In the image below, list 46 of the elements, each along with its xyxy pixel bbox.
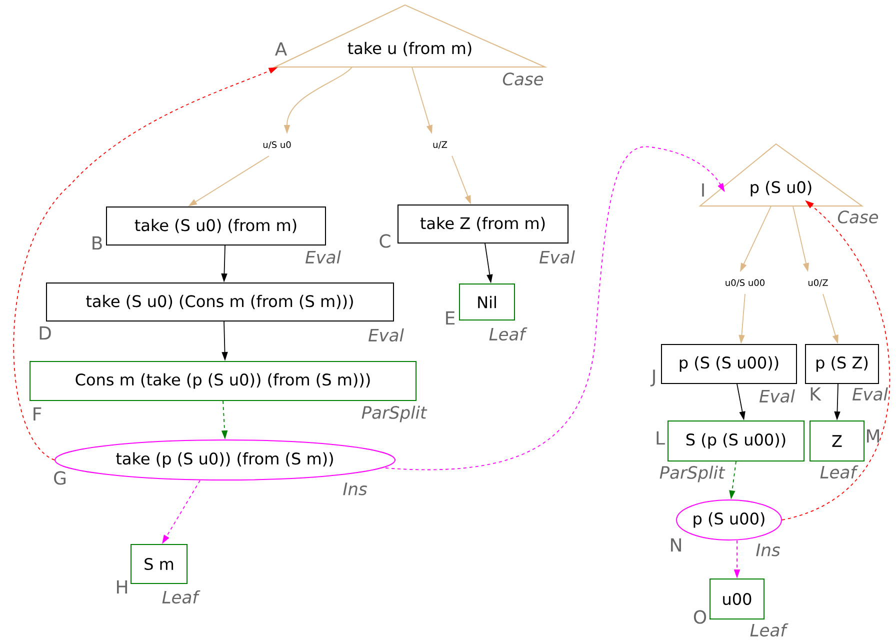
node-letter: C bbox=[380, 234, 390, 248]
case-label: u0/S u00 bbox=[726, 279, 764, 287]
rule-tag: Eval bbox=[368, 328, 404, 342]
expression-box: take Z (from m) bbox=[398, 204, 568, 244]
node-letter: A bbox=[275, 42, 288, 56]
node-letter: B bbox=[92, 236, 102, 250]
node-letter: L bbox=[656, 431, 665, 445]
dashed-arrow bbox=[385, 146, 725, 470]
rule-tag: Eval bbox=[760, 389, 795, 403]
rule-tag: Case bbox=[838, 210, 878, 224]
rule-tag: Leaf bbox=[162, 590, 200, 604]
rule-tag: Case bbox=[502, 72, 544, 86]
rule-tag: Ins bbox=[343, 482, 367, 496]
leaf-box: Nil bbox=[459, 284, 515, 320]
rule-tag: Eval bbox=[540, 250, 575, 264]
leaf-box: S (p (S u00)) bbox=[668, 420, 804, 462]
node-letter: G bbox=[54, 471, 66, 485]
case-label: u/S u0 bbox=[263, 141, 291, 149]
node-letter: O bbox=[694, 610, 706, 624]
node-letter: N bbox=[671, 538, 681, 552]
expression-box: p (S (S u00)) bbox=[661, 344, 797, 384]
expression-box: take (S u0) (from m) bbox=[106, 206, 326, 246]
node-letter: H bbox=[117, 580, 128, 594]
case-label: u0/Z bbox=[808, 279, 828, 287]
expression-box: p (S Z) bbox=[805, 344, 879, 384]
rule-tag: Leaf bbox=[750, 623, 788, 637]
node-letter: I bbox=[702, 183, 704, 197]
node-letter: F bbox=[34, 407, 42, 421]
node-letter: J bbox=[650, 370, 655, 386]
rule-tag: Eval bbox=[852, 387, 888, 401]
case-label: u/Z bbox=[433, 141, 448, 149]
rule-tag: Leaf bbox=[489, 327, 528, 341]
rule-tag: ParSplit bbox=[660, 466, 726, 482]
leaf-box: S m bbox=[130, 544, 188, 584]
node-letter: K bbox=[810, 387, 822, 401]
leaf-box: Cons m (take (p (S u0)) (from (S m))) bbox=[30, 361, 416, 401]
rule-tag: ParSplit bbox=[362, 406, 428, 422]
rule-tag: Leaf bbox=[820, 465, 858, 479]
node-letter: E bbox=[446, 311, 455, 325]
node-letter: M bbox=[867, 429, 879, 443]
expression-box: take (S u0) (Cons m (from (S m))) bbox=[46, 282, 394, 322]
leaf-box: Z bbox=[810, 420, 864, 462]
rule-tag: Ins bbox=[756, 544, 780, 556]
rule-tag: Eval bbox=[306, 250, 341, 264]
node-letter: D bbox=[40, 326, 51, 340]
leaf-box: u00 bbox=[710, 578, 764, 620]
